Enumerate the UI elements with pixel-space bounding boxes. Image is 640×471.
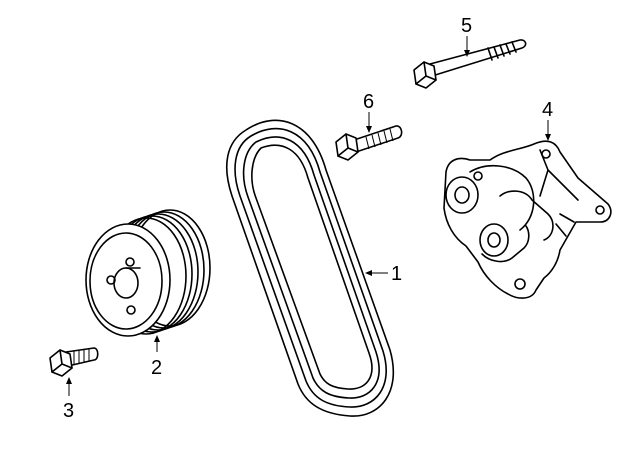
callout-label-5: 5 — [461, 15, 472, 37]
callout-leaders — [66, 36, 551, 396]
pulley-bolt-part[interactable] — [49, 347, 99, 377]
pulley-part[interactable] — [85, 209, 211, 337]
water-pump-part[interactable] — [443, 140, 612, 299]
belt-part[interactable] — [225, 119, 395, 417]
callout-label-3: 3 — [63, 400, 74, 422]
callout-label-1: 1 — [391, 263, 402, 285]
callout-labels: 1 2 3 4 5 6 — [63, 15, 553, 422]
pump-long-bolt-part[interactable] — [413, 39, 527, 89]
pump-bolt-part[interactable] — [335, 125, 403, 161]
callout-label-6: 6 — [363, 91, 374, 113]
callout-label-2: 2 — [151, 357, 162, 379]
callout-label-4: 4 — [542, 99, 553, 121]
